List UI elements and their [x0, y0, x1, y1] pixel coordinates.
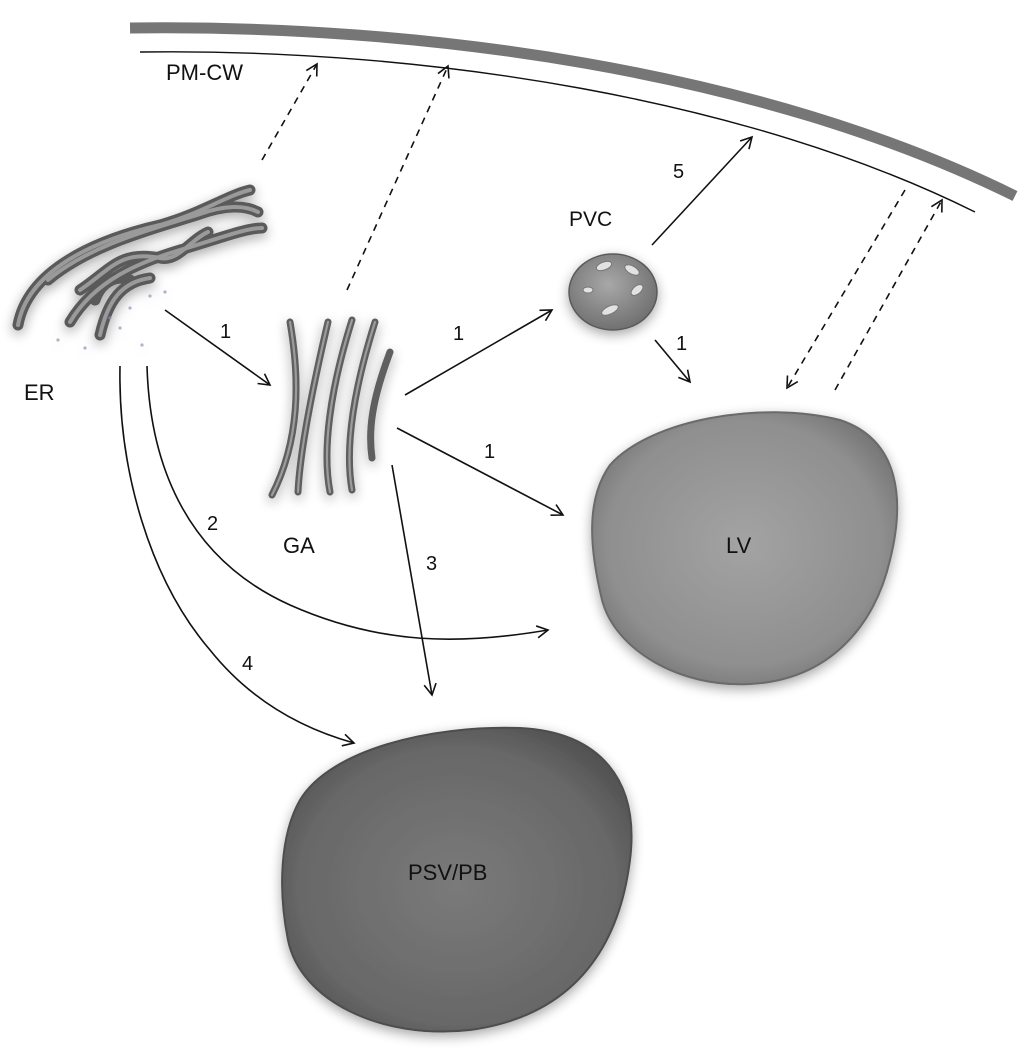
- plasma-membrane-line: [139, 51, 976, 213]
- label-lv: LV: [726, 533, 752, 558]
- pathway-number-labels: 1 1 1 1 5 2 3 4: [207, 161, 687, 675]
- label-pm-cw: PM-CW: [166, 60, 243, 85]
- dashed-arrow-ga-to-pm: [346, 64, 450, 291]
- pathway-arrows: [119, 135, 754, 747]
- label-psv-pb: PSV/PB: [408, 860, 487, 885]
- label-pathway-er-to-lv: 2: [207, 513, 218, 535]
- cell-wall-band: [129, 22, 1018, 201]
- dashed-arrow-er-to-pm: [261, 62, 318, 161]
- label-pathway-ga-to-pvc: 1: [453, 323, 464, 345]
- arrow-ga-to-lv: [396, 427, 565, 517]
- label-pathway-er-to-ga: 1: [220, 321, 231, 343]
- label-pvc: PVC: [569, 208, 612, 231]
- plasma-membrane-cell-wall: [129, 22, 1018, 213]
- arrow-ga-to-psv: [391, 464, 437, 697]
- dashed-arrow-pm-to-lv: [786, 189, 906, 390]
- arrow-er-to-psv: [119, 365, 356, 747]
- label-pathway-er-to-psv: 4: [242, 653, 253, 675]
- pvc-organelle: [568, 253, 658, 331]
- golgi-organelle: [268, 316, 394, 499]
- label-ga: GA: [283, 533, 315, 558]
- er-organelle: [12, 184, 268, 350]
- dashed-pathway-arrows: [261, 62, 943, 391]
- label-pathway-pvc-to-lv: 1: [676, 333, 687, 355]
- dashed-arrow-lv-to-pm: [834, 198, 943, 391]
- label-pathway-ga-to-psv: 3: [426, 553, 437, 575]
- lv-organelle: [591, 411, 899, 686]
- label-pathway-ga-to-lv: 1: [484, 441, 495, 463]
- organelle-labels: PM-CW ER GA PVC LV PSV/PB: [24, 60, 752, 885]
- label-er: ER: [24, 380, 55, 405]
- psv-pb-organelle: [281, 726, 633, 1033]
- arrow-er-to-ga: [164, 309, 272, 386]
- arrow-er-to-lv: [146, 365, 550, 640]
- arrow-ga-to-pvc: [404, 309, 554, 396]
- arrow-pvc-to-pm: [651, 135, 754, 246]
- arrow-pvc-to-lv: [654, 339, 692, 384]
- label-pathway-pvc-to-pm: 5: [673, 161, 684, 183]
